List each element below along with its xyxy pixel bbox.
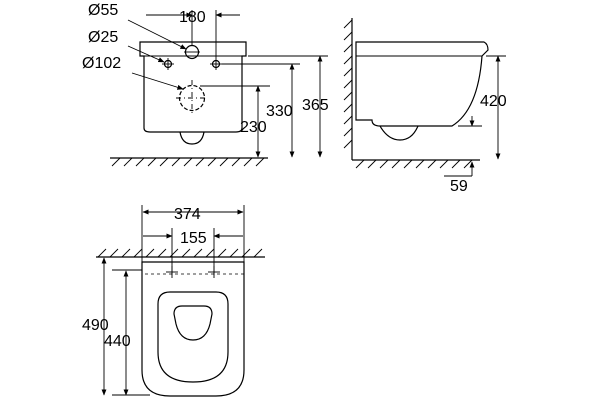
side-bowl-outline: [355, 41, 489, 127]
side-wall-hatch: [343, 19, 353, 149]
top-bolt-left: [166, 266, 178, 278]
dim-420: 420: [480, 93, 507, 110]
top-bolt-right: [208, 266, 220, 278]
side-view: 420 59: [343, 18, 507, 195]
dim-374: 374: [174, 206, 201, 223]
dim-365: 365: [302, 97, 329, 114]
top-view: 374 155 490 440: [82, 205, 265, 397]
dim-490: 490: [82, 317, 109, 334]
dim-230: 230: [240, 119, 267, 136]
dim-59: 59: [450, 178, 468, 195]
dim-180: 180: [179, 9, 206, 26]
dim-d102: Ø102: [82, 55, 121, 72]
dim-155: 155: [180, 230, 207, 247]
dim-330: 330: [266, 103, 293, 120]
front-floor-hatch: [111, 157, 265, 167]
top-bowl-rim: [157, 291, 229, 383]
top-frame-ghost: [141, 261, 245, 275]
top-bowl-outline: [141, 261, 245, 397]
dim-d55: Ø55: [88, 2, 118, 19]
top-wall-hatch: [97, 248, 263, 258]
front-bowl-outline: [139, 41, 247, 133]
front-outlet: [179, 131, 205, 145]
top-bowl-opening: [173, 305, 213, 341]
dim-440: 440: [104, 333, 131, 350]
dim-d25: Ø25: [88, 29, 118, 46]
front-view: 180 Ø55 Ø25 Ø102 230 330 365: [82, 2, 329, 167]
side-floor-hatch: [355, 159, 473, 169]
